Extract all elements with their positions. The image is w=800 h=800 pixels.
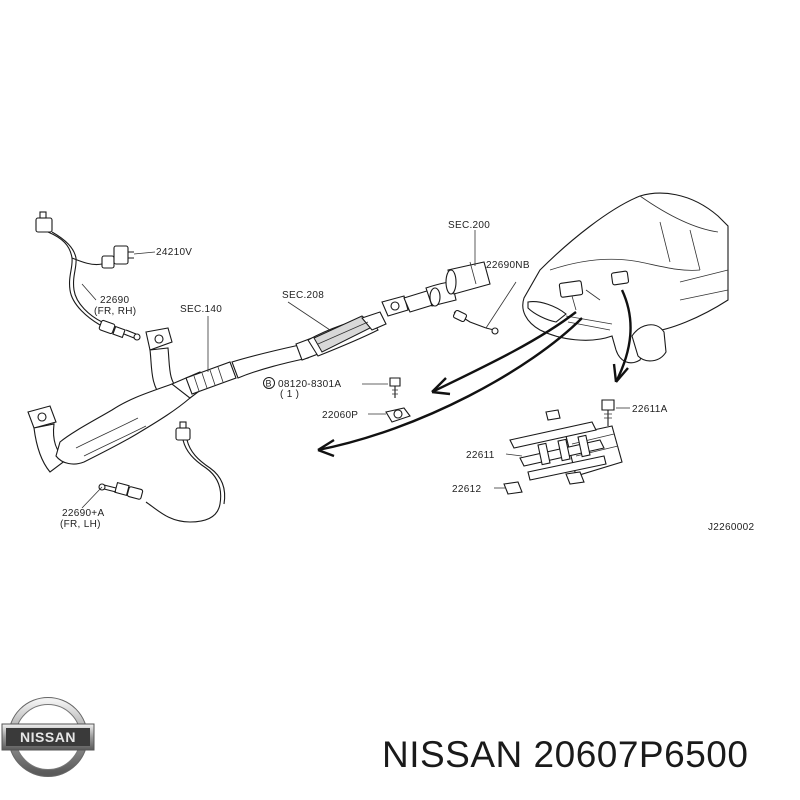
o2-sensor-nb (452, 281, 517, 335)
label-sec208: SEC.208 (282, 290, 324, 301)
label-22690-position: (FR, RH) (94, 306, 136, 317)
bracket-22060p (385, 407, 411, 423)
label-sec200: SEC.200 (448, 220, 490, 231)
caption-part-number: 20607P6500 (533, 734, 749, 775)
nissan-logo: NISSAN (1, 697, 95, 777)
label-sec140: SEC.140 (180, 304, 222, 315)
front-exhaust-pipe (27, 327, 319, 473)
label-08120-qty: ( 1 ) (280, 389, 299, 400)
label-22690a-position: (FR, LH) (60, 519, 101, 530)
center-flange (381, 295, 409, 317)
bolt-reference-mark: B (266, 379, 272, 389)
label-22611: 22611 (466, 450, 495, 461)
rear-pipe (403, 261, 491, 313)
o2-sensor-rh (35, 211, 141, 341)
diagram-code: J2260002 (708, 522, 754, 533)
logo-text: NISSAN (20, 729, 76, 745)
bracket-assembly-22611 (503, 399, 623, 495)
label-22060p: 22060P (322, 410, 358, 421)
connector-24210v (71, 245, 156, 269)
leader-lines (81, 230, 630, 489)
center-converter (307, 311, 387, 357)
part-caption: NISSAN 20607P6500 (382, 734, 792, 776)
bolt-08120 (389, 377, 401, 398)
bolt-reference-circle (263, 377, 275, 389)
label-22611a: 22611A (632, 404, 668, 415)
label-08120: 08120-8301A (278, 379, 341, 390)
caption-brand: NISSAN (382, 734, 523, 775)
label-24210v: 24210V (156, 247, 192, 258)
label-22690: 22690 (100, 295, 129, 306)
label-22690a: 22690+A (62, 508, 104, 519)
car-front (522, 192, 729, 364)
reference-arrows (317, 289, 632, 458)
label-22690nb: 22690NB (486, 260, 530, 271)
o2-sensor-lh (81, 421, 226, 523)
label-22612: 22612 (452, 484, 481, 495)
